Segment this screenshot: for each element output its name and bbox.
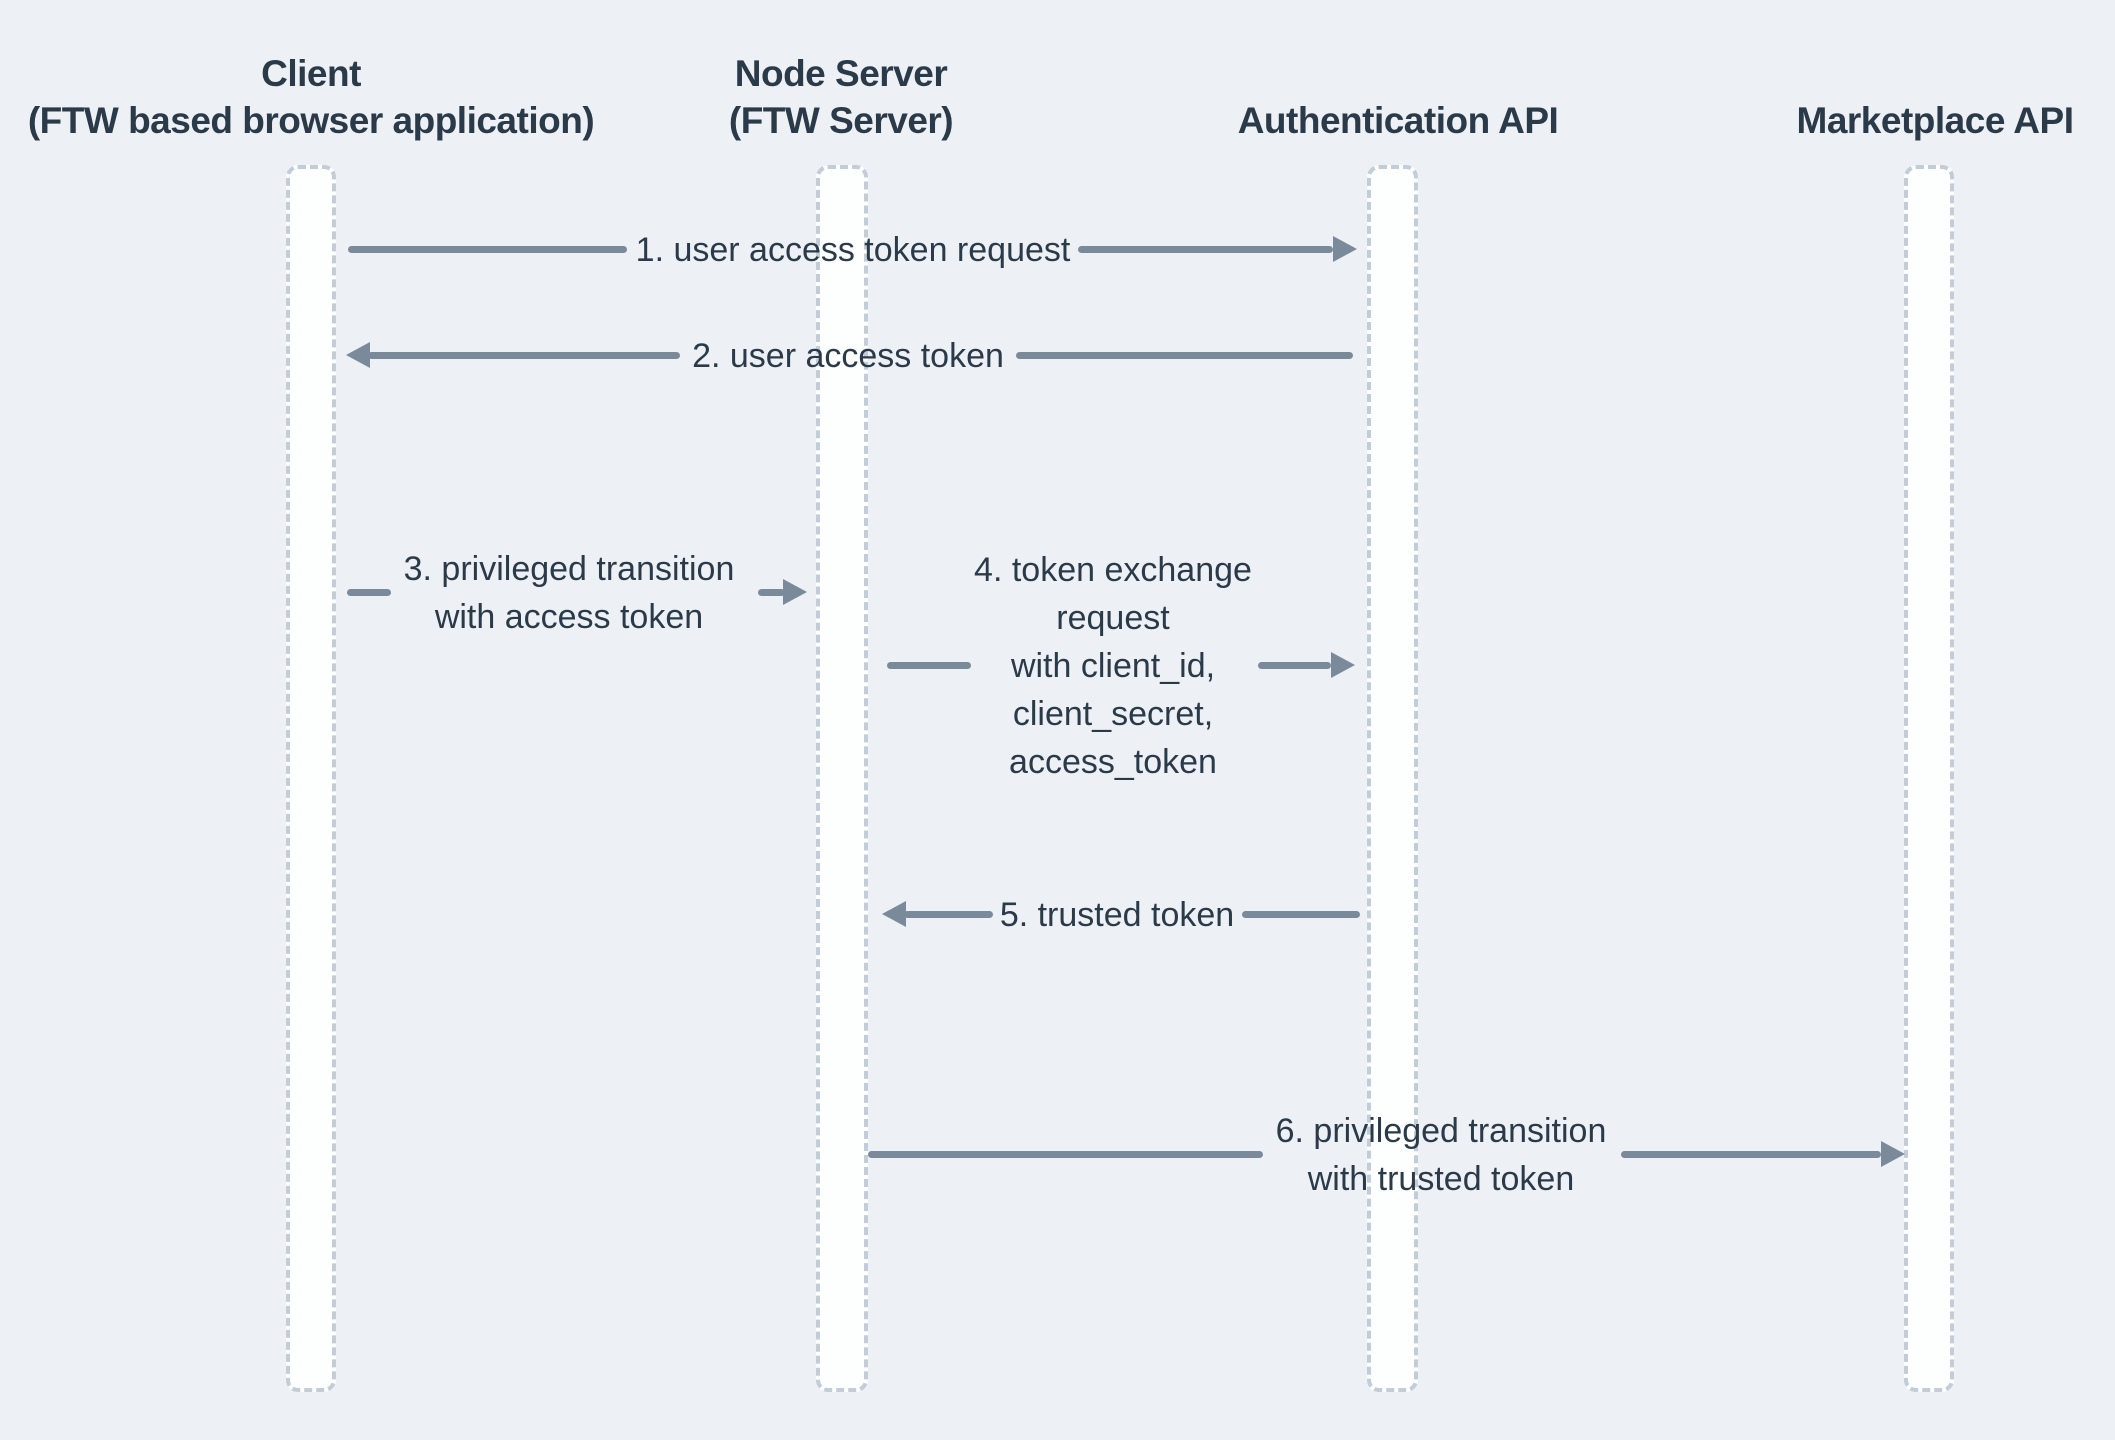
arrow-line xyxy=(887,662,971,669)
lifeline-marketplace-api xyxy=(1904,165,1954,1392)
arrow-line xyxy=(348,246,627,253)
message-label: 5. trusted token xyxy=(999,896,1235,934)
arrow-line xyxy=(1258,662,1331,669)
message-label: 3. privileged transition with access tok… xyxy=(403,550,735,636)
message-label: 6. privileged transition with trusted to… xyxy=(1275,1112,1607,1198)
actor-title: Client xyxy=(261,53,361,94)
actor-subtitle: (FTW Server) xyxy=(728,100,954,141)
arrowhead-right-icon xyxy=(783,579,807,605)
message-label: 4. token exchange request with client_id… xyxy=(974,551,1252,781)
arrowhead-right-icon xyxy=(1881,1141,1905,1167)
arrow-line xyxy=(1078,246,1333,253)
arrow-line xyxy=(904,911,993,918)
arrowhead-left-icon xyxy=(346,342,370,368)
actor-header-client: Client (FTW based browser application) xyxy=(27,50,595,144)
arrow-line xyxy=(868,1151,1263,1158)
lifeline-authentication-api xyxy=(1367,165,1418,1392)
actor-title: Marketplace API xyxy=(1796,100,2074,141)
arrow-line xyxy=(347,589,391,596)
lifeline-node-server xyxy=(816,165,868,1392)
message-label: 1. user access token request xyxy=(635,231,1071,269)
arrow-line xyxy=(368,352,680,359)
actor-header-node-server: Node Server (FTW Server) xyxy=(728,50,954,144)
message-label: 2. user access token xyxy=(692,337,1004,375)
actor-header-marketplace-api: Marketplace API xyxy=(1797,97,2074,144)
actor-title: Node Server xyxy=(734,53,948,94)
arrow-line xyxy=(758,589,785,596)
arrow-line xyxy=(1016,352,1353,359)
arrow-line xyxy=(1242,911,1360,918)
actor-title: Authentication API xyxy=(1237,100,1559,141)
lifeline-client xyxy=(286,165,336,1392)
arrow-line xyxy=(1621,1151,1881,1158)
actor-subtitle: (FTW based browser application) xyxy=(27,100,595,141)
arrowhead-right-icon xyxy=(1331,652,1355,678)
actor-header-authentication-api: Authentication API xyxy=(1238,97,1559,144)
arrowhead-right-icon xyxy=(1333,236,1357,262)
arrowhead-left-icon xyxy=(882,901,906,927)
